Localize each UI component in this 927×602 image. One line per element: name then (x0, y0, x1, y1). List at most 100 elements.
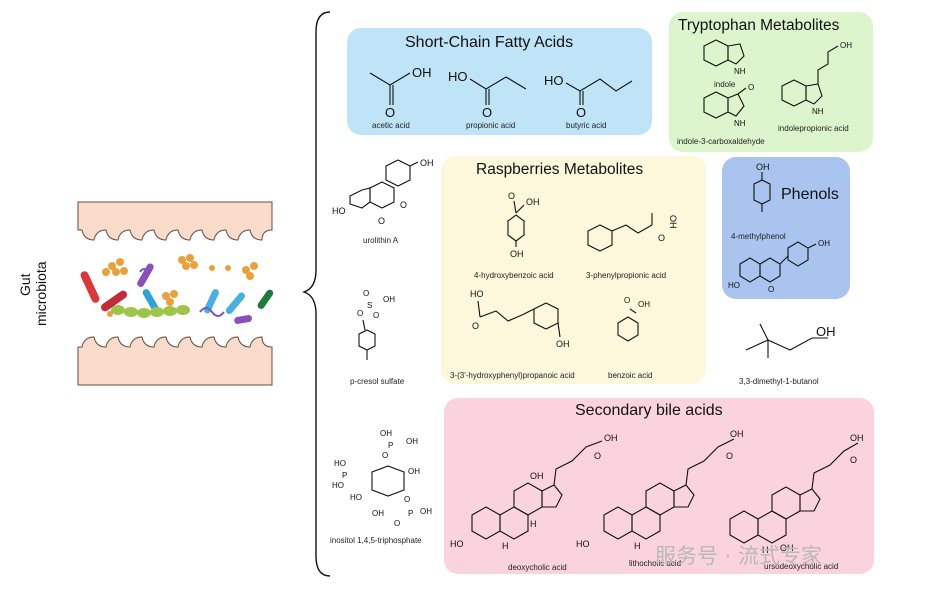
svg-text:O: O (404, 495, 410, 504)
svg-text:OH: OH (840, 41, 852, 50)
svg-text:O: O (576, 105, 586, 120)
upper-intestinal-wall (77, 201, 273, 241)
ursodeoxycholic-acid-label: ursodeoxycholic acid (764, 562, 839, 571)
urolithin-a-structure: OH HO O O (332, 158, 434, 226)
svg-text:OH: OH (372, 509, 384, 518)
svg-text:H: H (762, 545, 769, 555)
indole-3-carboxaldehyde-label: indole-3-carboxaldehyde (677, 137, 765, 146)
svg-text:S: S (367, 301, 372, 310)
indole-label: indole (714, 80, 736, 89)
svg-text:O: O (482, 105, 492, 120)
svg-text:OH: OH (818, 239, 830, 248)
svg-text:HO: HO (470, 289, 484, 299)
4-hydroxybenzoic-acid-label: 4-hydroxybenzoic acid (474, 271, 554, 280)
svg-text:OH: OH (604, 433, 618, 443)
svg-text:OH: OH (530, 471, 544, 481)
svg-text:OH: OH (380, 429, 392, 438)
svg-text:HO: HO (728, 281, 740, 290)
curly-brace (301, 11, 331, 577)
bile-acids-title: Secondary bile acids (575, 402, 723, 419)
svg-text:NH: NH (812, 107, 824, 116)
4-methylphenol-label: 4-methylphenol (731, 232, 786, 241)
dimethylbutanol-label: 3,3-dimethyl-1-butanol (739, 377, 819, 386)
p-cresol-sulfate-label: p-cresol sulfate (350, 377, 405, 386)
svg-text:H: H (530, 519, 537, 529)
svg-text:OH: OH (816, 324, 836, 339)
steroid-ursodeoxycholic: OH O OH H (729, 433, 864, 555)
svg-text:OH: OH (526, 197, 540, 207)
svg-text:OH: OH (408, 467, 420, 476)
inositol-triphosphate-structure: OH P OH O HO P HO OH HO O P OH OH O (332, 429, 432, 528)
svg-text:O: O (508, 191, 515, 201)
dimethylbutanol-structure: OH (745, 323, 836, 358)
svg-text:OH: OH (510, 249, 524, 259)
inositol-triphosphate-label: inositol 1,4,5-triphosphate (330, 536, 422, 545)
svg-text:O: O (363, 289, 369, 298)
watermark: 服务号 · 流式专家 (655, 544, 823, 568)
urolithin-a-label: urolithin A (363, 236, 399, 245)
svg-text:HO: HO (334, 459, 346, 468)
svg-text:HO: HO (332, 206, 346, 216)
svg-text:O: O (357, 309, 363, 318)
svg-text:OH: OH (420, 507, 432, 516)
svg-text:H: H (634, 541, 641, 551)
steroid-deoxycholic: OH O OH HO H H (450, 433, 618, 551)
svg-text:NH: NH (734, 67, 746, 76)
svg-text:HO: HO (544, 73, 564, 88)
tryptophan-structures: NH O NH OH NH (703, 39, 852, 128)
svg-text:O: O (400, 200, 407, 210)
tryptophan-group (669, 12, 873, 152)
svg-text:O: O (394, 519, 400, 528)
svg-text:O: O (658, 233, 665, 243)
indolepropionic-acid-label: indolepropionic acid (778, 124, 849, 133)
svg-text:OH: OH (406, 437, 418, 446)
svg-text:O: O (624, 296, 630, 305)
scfa-title: Short-Chain Fatty Acids (405, 34, 574, 51)
svg-text:HO: HO (450, 539, 464, 549)
svg-text:O: O (594, 451, 601, 461)
svg-text:H: H (502, 541, 509, 551)
scfa-structures: OH O HO O HO O (369, 65, 633, 120)
lower-intestinal-wall (77, 336, 273, 386)
gut-label-line2: microbiota (33, 261, 49, 326)
svg-text:P: P (342, 471, 347, 480)
hydroxyphenylpropanoic-acid-label: 3-(3'-hydroxyphenyl)propanoic acid (450, 371, 575, 380)
svg-text:O: O (378, 216, 385, 226)
svg-text:OH: OH (850, 433, 864, 443)
svg-text:HO: HO (332, 481, 344, 490)
propionic-acid-label: propionic acid (466, 121, 516, 130)
p-cresol-sulfate-structure: O S OH O O (357, 289, 395, 360)
bile-acids-structures: OH O OH HO H H OH O HO H OH O OH H (450, 429, 864, 555)
bacteria-cluster (80, 254, 274, 324)
bile-acids-group (444, 398, 874, 574)
raspberries-title: Raspberries Metabolites (476, 161, 644, 178)
benzoic-acid-label: benzoic acid (608, 371, 653, 380)
phenols-structures: OH OH HO O (728, 162, 830, 294)
svg-text:NH: NH (734, 119, 746, 128)
svg-text:O: O (850, 455, 857, 465)
gut-lumen-drawing (77, 201, 274, 386)
svg-text:P: P (388, 441, 393, 450)
svg-text:HO: HO (350, 493, 362, 502)
svg-text:OH: OH (668, 215, 678, 229)
steroid-lithocholic: OH O HO H (576, 429, 744, 551)
svg-text:OH: OH (383, 295, 395, 304)
lithocholic-acid-label: lithocholic acid (629, 559, 682, 568)
svg-text:O: O (385, 105, 395, 120)
svg-text:O: O (748, 83, 754, 92)
gut-label-line1: Gut (17, 273, 33, 296)
phenols-group (722, 157, 850, 299)
svg-text:OH: OH (638, 300, 650, 309)
phenols-title: Phenols (781, 186, 839, 203)
svg-text:P: P (408, 509, 413, 518)
raspberries-group (441, 156, 706, 384)
svg-text:OH: OH (420, 158, 434, 168)
svg-text:OH: OH (412, 65, 432, 80)
svg-text:O: O (382, 451, 388, 460)
gut-illustration: Gut microbiota (0, 0, 320, 597)
svg-text:OH: OH (556, 339, 570, 349)
svg-text:O: O (726, 451, 733, 461)
svg-text:HO: HO (448, 69, 468, 84)
svg-text:OH: OH (730, 429, 744, 439)
